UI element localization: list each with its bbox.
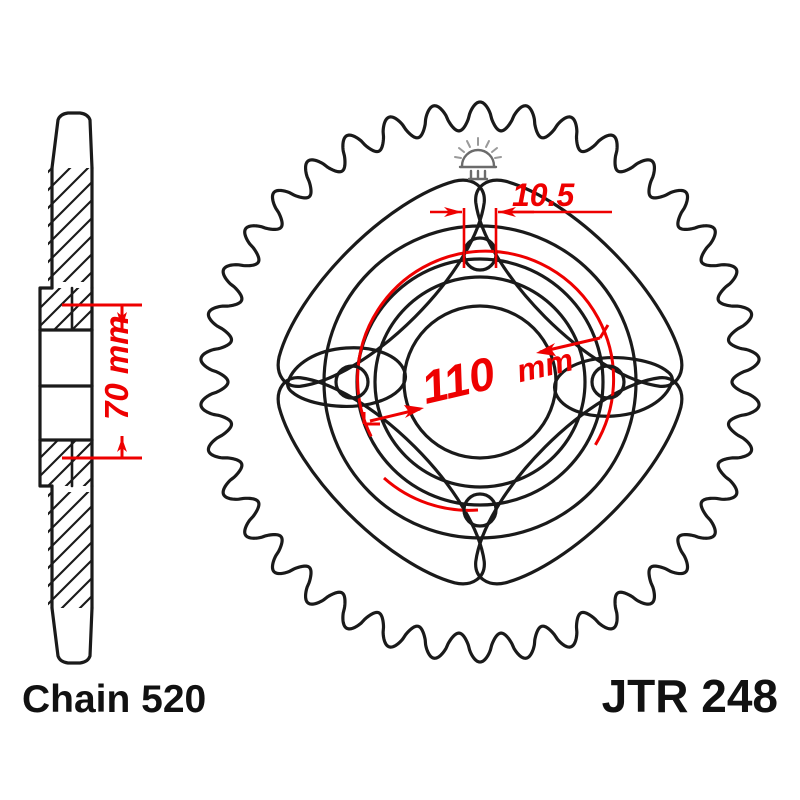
large-cutout bbox=[276, 376, 486, 586]
hub-outer-circle bbox=[322, 224, 638, 540]
center-bore-dimension: 70 mm bbox=[62, 303, 142, 460]
small-cutout bbox=[286, 346, 407, 408]
dim-arrow-right bbox=[536, 343, 556, 356]
bolt-hole-left bbox=[334, 364, 370, 400]
dim-arrow-left bbox=[404, 405, 424, 418]
section-hatch-mid-bottom bbox=[40, 440, 92, 486]
hub-inner-circle bbox=[373, 275, 587, 489]
side-cross-section-view: 70 mm bbox=[38, 111, 142, 665]
large-cutouts bbox=[276, 178, 684, 586]
dim-arrow-up bbox=[117, 312, 127, 328]
dim-arrow-in-left bbox=[444, 207, 462, 217]
large-cutout bbox=[276, 178, 486, 388]
large-cutout bbox=[474, 178, 684, 388]
bolt-hole-label: 10.5 bbox=[512, 177, 575, 213]
part-number-label: JTR 248 bbox=[602, 670, 778, 722]
section-hatch-top bbox=[48, 168, 92, 282]
bolt-hole-right bbox=[590, 364, 626, 400]
section-hatch-mid-top bbox=[40, 288, 92, 330]
small-cutout bbox=[553, 356, 674, 418]
section-hatch-bottom bbox=[48, 492, 92, 608]
sprocket-sun-icon bbox=[454, 137, 502, 181]
bolt-hole-dimension: 10.5 bbox=[430, 177, 612, 268]
center-bore-label: 70 mm bbox=[98, 315, 135, 420]
small-cutouts bbox=[286, 346, 674, 418]
large-cutout bbox=[474, 376, 684, 586]
chain-label: Chain 520 bbox=[22, 678, 206, 721]
pcd-arc-lower bbox=[383, 476, 479, 512]
bolt-hole-bottom bbox=[462, 492, 498, 528]
sprocket-teeth-ring bbox=[199, 100, 761, 664]
front-face-view: 110 mm 10.5 bbox=[199, 100, 761, 664]
dim-arrow-down bbox=[117, 438, 127, 452]
bolt-holes bbox=[334, 236, 626, 528]
